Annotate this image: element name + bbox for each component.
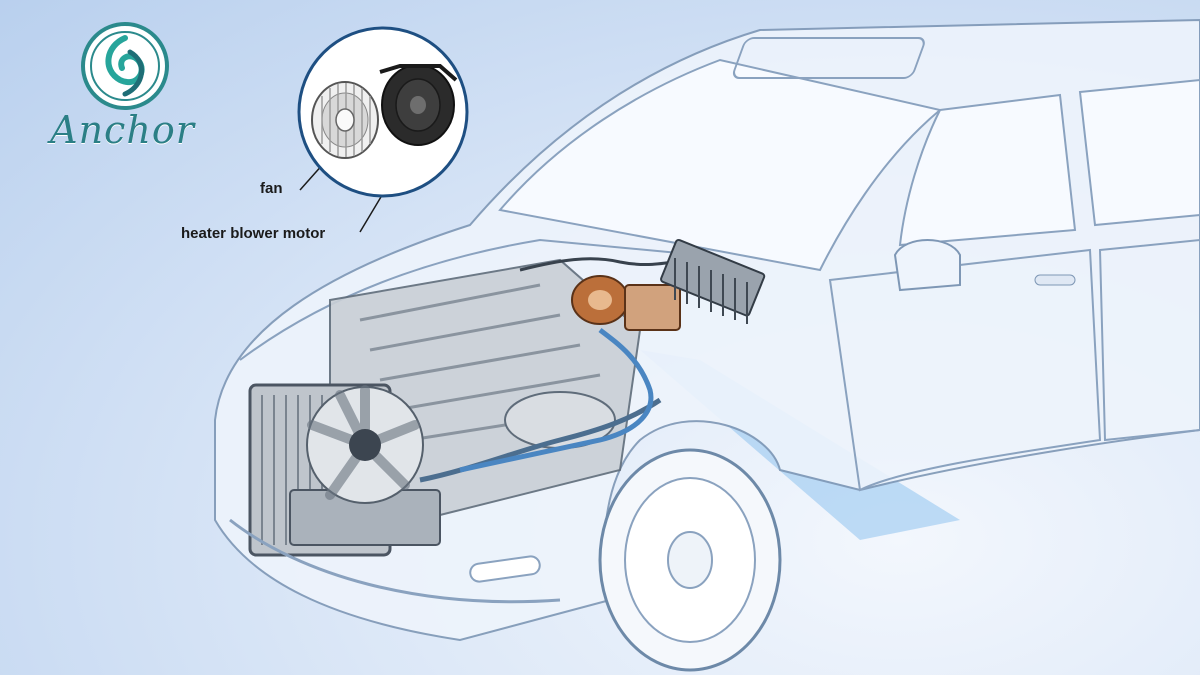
heater-hose: [459, 328, 654, 473]
windshield: [498, 58, 943, 272]
fan-icon: [311, 81, 379, 159]
cooling-fan: [306, 385, 424, 504]
front-bumper: [229, 518, 561, 604]
motor-in-callout: [379, 64, 458, 146]
side-window-rear: [1078, 78, 1200, 227]
heater-blower-motor-label: heater blower motor: [181, 225, 326, 242]
sunroof: [732, 37, 925, 79]
front-wheel: [598, 448, 782, 672]
rear-door: [1098, 238, 1200, 442]
radiator-fins: [261, 395, 323, 545]
fan-label: fan: [260, 180, 283, 197]
brand-name: Anchor: [50, 108, 195, 152]
heater-core: [660, 238, 766, 324]
hood-edge: [239, 238, 701, 361]
side-mirror: [893, 239, 961, 292]
front-door: [828, 248, 1102, 492]
fog-light: [469, 555, 541, 583]
anchor-logo: [38, 14, 208, 164]
engine-detail: [359, 283, 601, 442]
door-handle-front: [1034, 274, 1076, 286]
anchor-logo-icon: [81, 22, 169, 110]
blower-motor-icon: [571, 275, 681, 331]
